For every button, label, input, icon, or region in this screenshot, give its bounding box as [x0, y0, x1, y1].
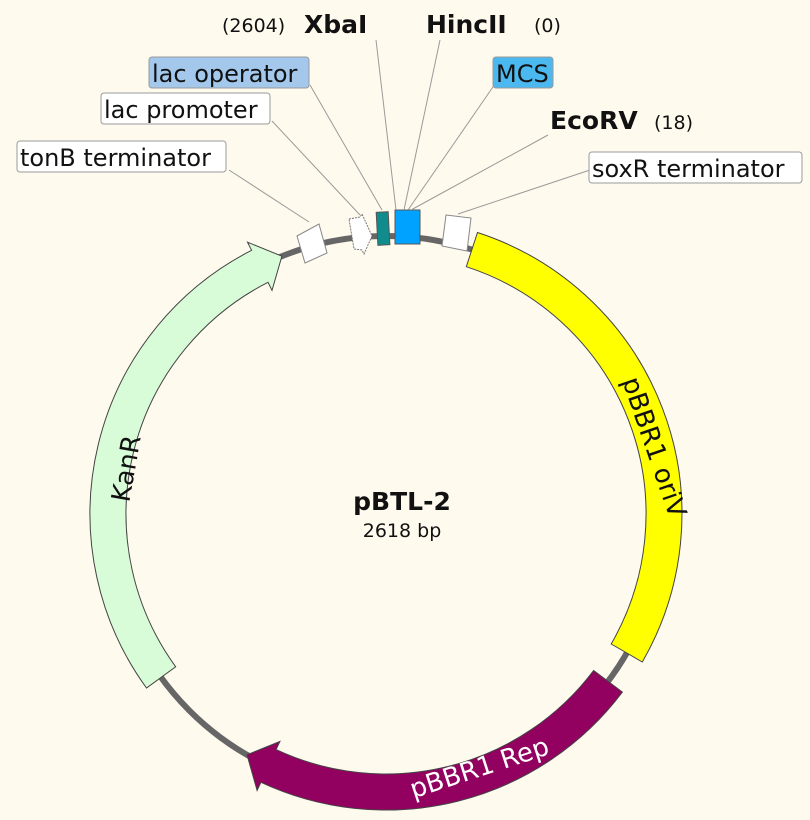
feature-arc-pbbr1-rep: [246, 669, 624, 811]
ecorv-position: (18): [654, 112, 693, 134]
callouts: tonB terminator lac promoter lac operato…: [16, 56, 803, 184]
mcs-box: [492, 56, 554, 89]
lac-operator-label: lac operator: [152, 60, 298, 88]
lac-promoter-box: [100, 92, 271, 125]
feature-arc-pbbr1-oriv: [465, 231, 683, 663]
plasmid-name: pBTL-2: [353, 487, 451, 516]
hincii-site: HincII: [426, 10, 507, 39]
restriction-sites: (2604) XbaI HincII (0) EcoRV (18): [222, 10, 693, 135]
ecorv-site: EcoRV: [550, 106, 638, 135]
leader-lines: [228, 39, 591, 223]
small-features: [296, 209, 472, 264]
mcs-mark: [394, 209, 421, 245]
plasmid-size: 2618 bp: [363, 520, 442, 542]
xbai-site: XbaI: [304, 10, 367, 39]
soxr-terminator-box: [588, 151, 803, 184]
lac-promoter-mark: [348, 212, 373, 256]
hincii-position: (0): [534, 15, 561, 37]
mcs-label: MCS: [496, 60, 549, 88]
lac-operator-box: [148, 56, 310, 89]
lac-promoter-label: lac promoter: [104, 96, 258, 124]
tonb-terminator-label: tonB terminator: [20, 144, 211, 172]
feature-labels: pBBR1 oriV pBBR1 Rep KanR: [107, 373, 692, 805]
soxr-terminator-mark: [441, 214, 472, 252]
tonb-terminator-box: [16, 140, 227, 173]
soxr-terminator-label: soxR terminator: [592, 155, 785, 183]
lac-operator-mark: [375, 211, 391, 246]
feature-arcs: [89, 231, 683, 811]
xbai-position: (2604): [222, 15, 285, 37]
feature-arc-kanr: [89, 241, 283, 689]
tonb-terminator-mark: [296, 223, 328, 264]
